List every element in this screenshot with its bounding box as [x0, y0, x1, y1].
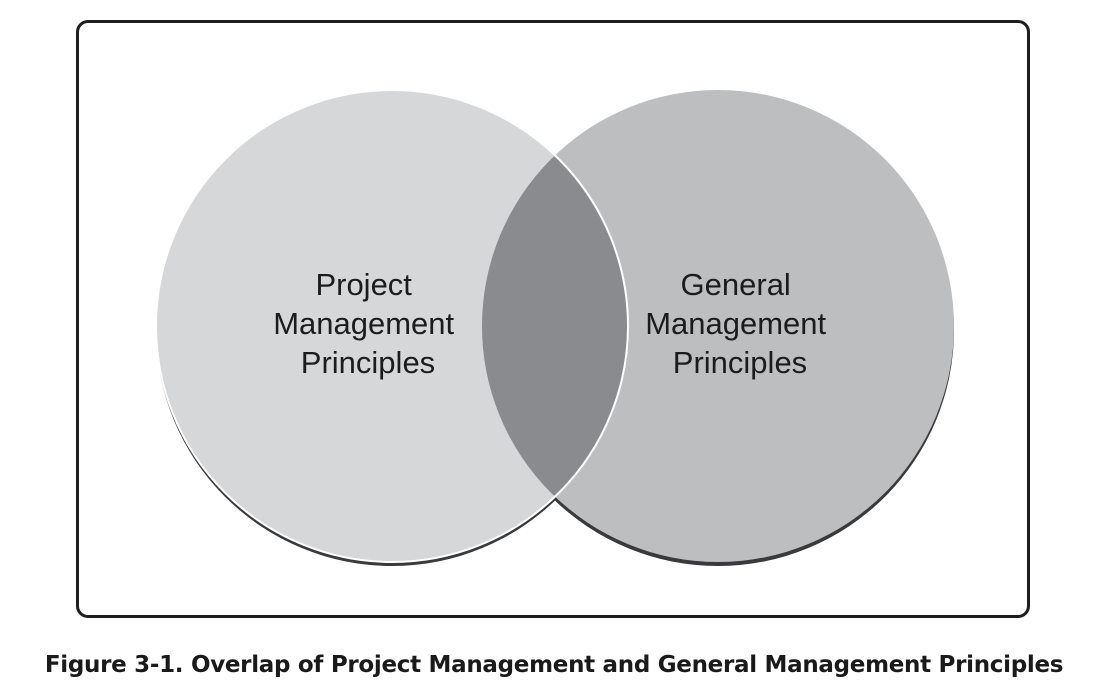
left-set-label: Project Management Principles: [273, 267, 463, 380]
left-label-line-3: Principles: [301, 345, 435, 380]
right-set-label: General Management Principles: [645, 267, 835, 380]
venn-diagram: Project Management Principles General Ma…: [155, 89, 954, 566]
left-circle: [156, 90, 628, 562]
right-label-line-1: General: [681, 267, 791, 302]
right-label-line-3: Principles: [673, 345, 807, 380]
right-label-line-2: Management: [645, 306, 826, 341]
left-label-line-1: Project: [315, 267, 412, 302]
figure-caption: Figure 3-1. Overlap of Project Managemen…: [44, 652, 1064, 678]
right-circle: [482, 90, 954, 562]
left-circle-outline: [155, 89, 629, 563]
left-label-line-2: Management: [273, 306, 454, 341]
